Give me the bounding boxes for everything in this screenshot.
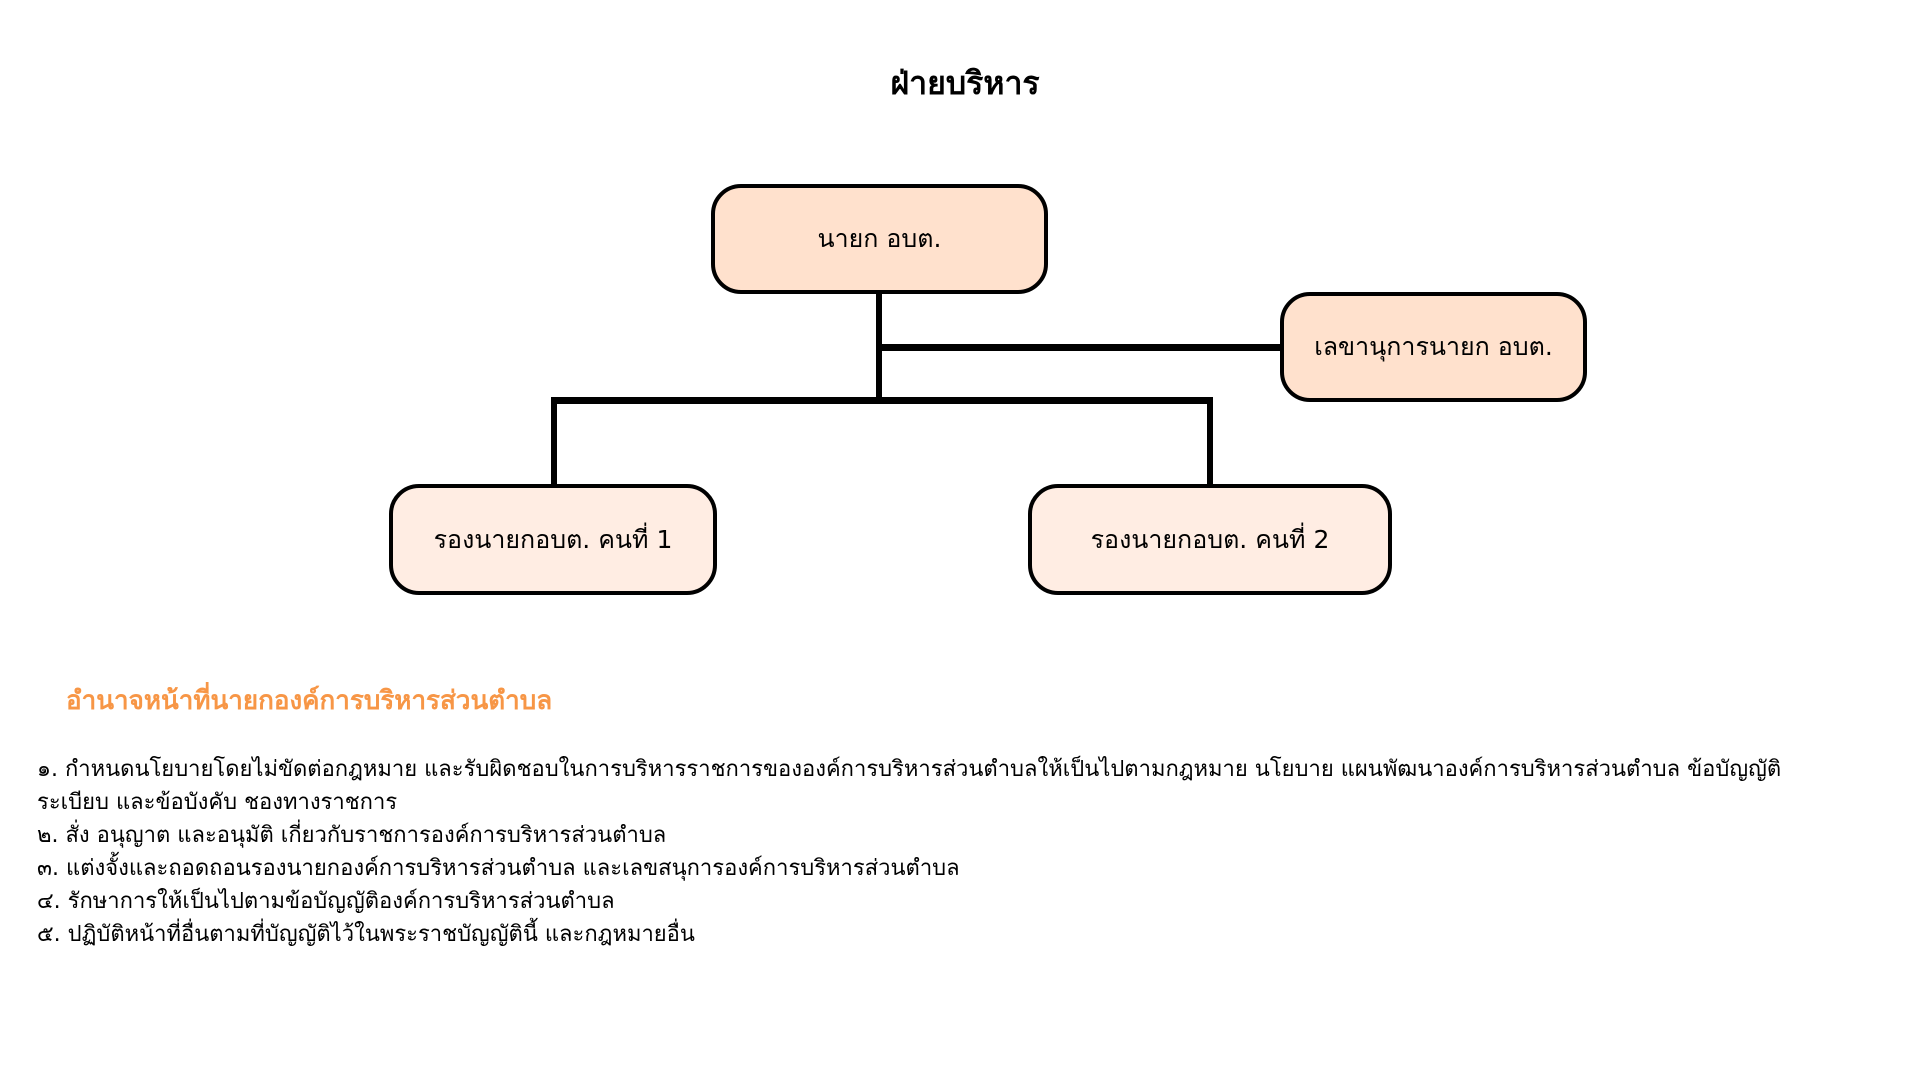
org-box-deputy-2: รองนายกอบต. คนที่ 2 xyxy=(1028,484,1392,595)
page-title: ฝ่ายบริหาร xyxy=(890,64,1040,102)
duty-line: ๕. ปฏิบัติหน้าที่อื่นตามที่บัญญัติไว้ในพ… xyxy=(37,922,695,947)
duty-line: ระเบียบ และข้อบังคับ ชองทางราชการ xyxy=(37,790,398,815)
org-box-secretary-label: เลขานุการนายก อบต. xyxy=(1314,332,1553,361)
duty-line: ๒. สั่ง อนุญาต และอนุมัติ เกี่ยวกับราชกา… xyxy=(37,823,667,848)
duty-line: ๔. รักษาการให้เป็นไปตามข้อบัญญัติองค์การ… xyxy=(37,889,615,914)
connector-secretary xyxy=(879,344,1283,351)
connector-deputies-horizontal xyxy=(551,397,1213,404)
org-box-deputy-1-label: รองนายกอบต. คนที่ 1 xyxy=(433,524,673,554)
duties-heading: อำนาจหน้าที่นายกองค์การบริหารส่วนตำบล xyxy=(66,686,553,716)
org-box-deputy-1: รองนายกอบต. คนที่ 1 xyxy=(389,484,717,595)
connector-deputy-1 xyxy=(551,397,557,487)
org-box-deputy-2-label: รองนายกอบต. คนที่ 2 xyxy=(1090,524,1330,554)
duty-line: ๓. แต่งจั้งและถอดถอนรองนายกองค์การบริหาร… xyxy=(37,856,960,881)
duties-list: ๑. กำหนดนโยบายโดยไม่ขัดต่อกฎหมาย และรับผ… xyxy=(37,753,1887,951)
org-box-secretary: เลขานุการนายก อบต. xyxy=(1280,292,1587,402)
org-box-head-label: นายก อบต. xyxy=(817,224,942,253)
org-box-head: นายก อบต. xyxy=(711,184,1048,294)
duty-line: ๑. กำหนดนโยบายโดยไม่ขัดต่อกฎหมาย และรับผ… xyxy=(37,757,1782,782)
connector-deputy-2 xyxy=(1207,397,1213,487)
